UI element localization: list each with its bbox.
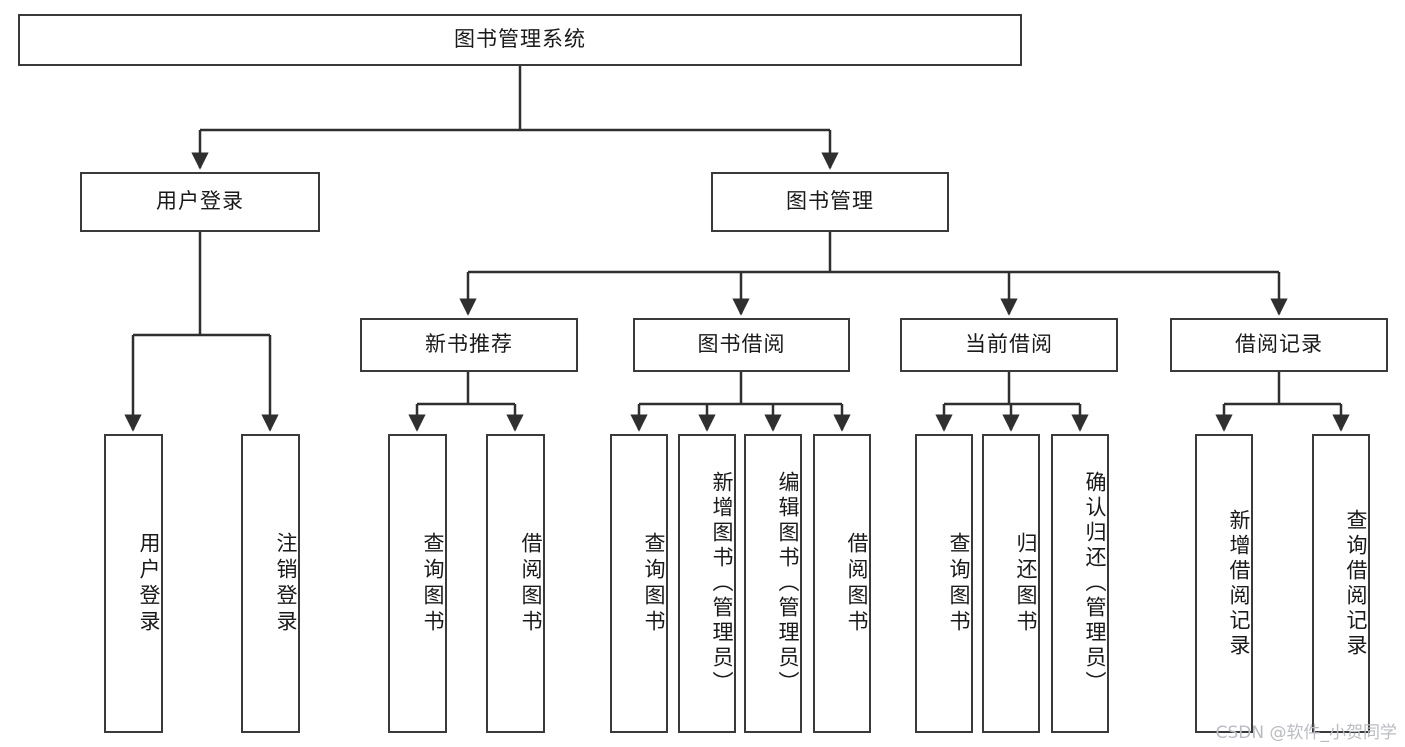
node-current-borrow[interactable]: 当前借阅: [900, 318, 1118, 372]
node-leaf-add-book-admin[interactable]: 新增图书（管理员）: [678, 434, 736, 733]
node-leaf-query-borrow-record[interactable]: 查询借阅记录: [1312, 434, 1370, 733]
node-user-login[interactable]: 用户登录: [80, 172, 320, 232]
node-root-book-management-system[interactable]: 图书管理系统: [18, 14, 1022, 66]
node-book-borrow[interactable]: 图书借阅: [633, 318, 850, 372]
node-leaf-return-book[interactable]: 归还图书: [982, 434, 1040, 733]
node-leaf-query-book-current[interactable]: 查询图书: [915, 434, 973, 733]
node-leaf-user-logout[interactable]: 注销登录: [241, 434, 300, 733]
node-leaf-confirm-return-admin[interactable]: 确认归还（管理员）: [1051, 434, 1109, 733]
node-leaf-query-book-recommend[interactable]: 查询图书: [388, 434, 447, 733]
node-book-management[interactable]: 图书管理: [711, 172, 949, 232]
node-leaf-borrow-book[interactable]: 借阅图书: [813, 434, 871, 733]
node-borrow-record[interactable]: 借阅记录: [1170, 318, 1388, 372]
node-leaf-borrow-book-recommend[interactable]: 借阅图书: [486, 434, 545, 733]
node-new-book-recommend[interactable]: 新书推荐: [360, 318, 578, 372]
node-leaf-add-borrow-record[interactable]: 新增借阅记录: [1195, 434, 1253, 733]
node-leaf-query-book[interactable]: 查询图书: [610, 434, 668, 733]
csdn-watermark: CSDN @软件_小贺同学: [1215, 723, 1397, 743]
node-leaf-user-login[interactable]: 用户登录: [104, 434, 163, 733]
node-leaf-edit-book-admin[interactable]: 编辑图书（管理员）: [744, 434, 802, 733]
